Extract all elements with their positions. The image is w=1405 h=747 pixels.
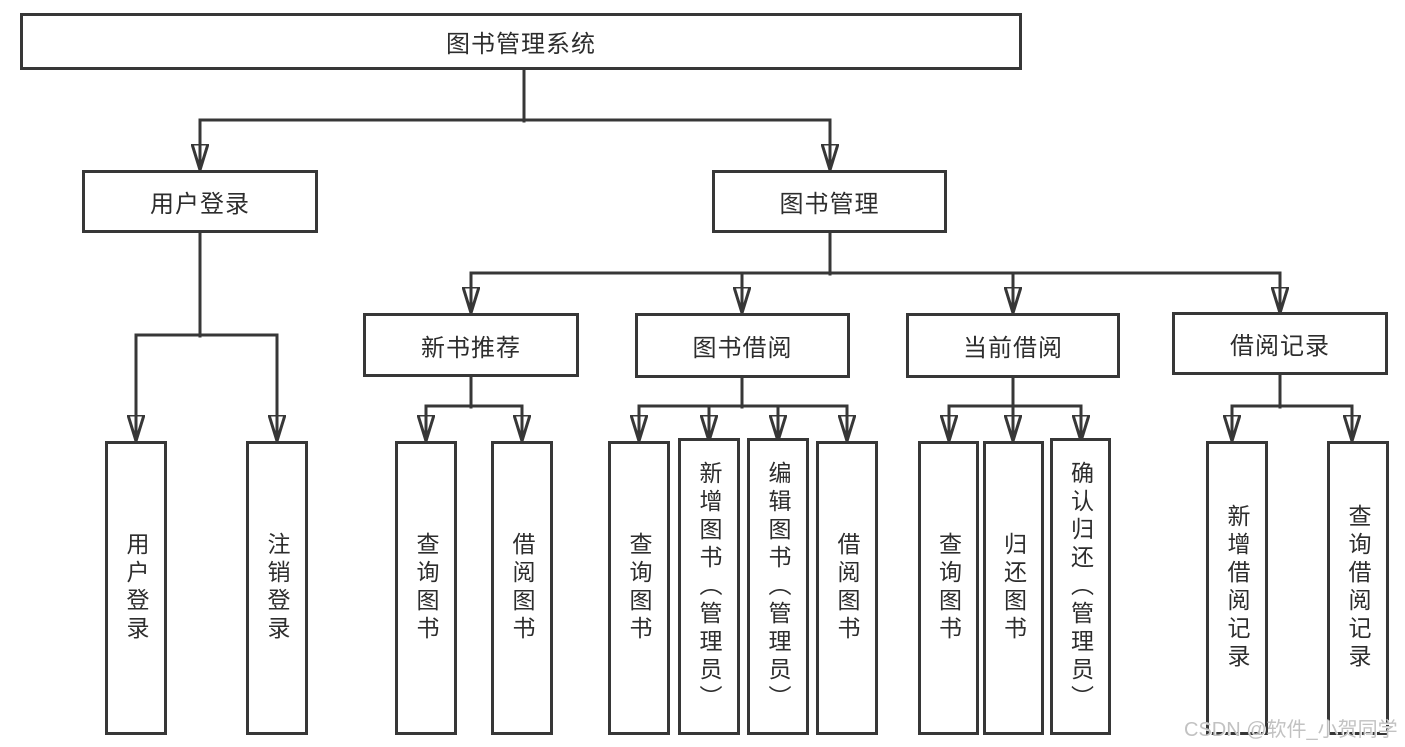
- node-root-label: 图书管理系统: [446, 31, 596, 58]
- leaf-query-borrow-record-label: 查询借阅记录: [1345, 504, 1371, 672]
- leaf-return-book-label: 归还图书: [1000, 532, 1027, 644]
- node-current-borrow-label: 当前借阅: [963, 335, 1063, 362]
- leaf-logout-login: 注销登录: [246, 441, 308, 735]
- node-borrow-records: 借阅记录: [1172, 312, 1388, 375]
- node-book-borrow-label: 图书借阅: [692, 335, 793, 362]
- node-new-book-recommend: 新书推荐: [363, 313, 579, 377]
- leaf-confirm-return-admin-label: 确认归还（管理员）: [1067, 460, 1094, 713]
- leaf-return-book: 归还图书: [983, 441, 1044, 735]
- leaf-borrow-books-borrow: 借阅图书: [816, 441, 878, 735]
- leaf-user-login: 用户登录: [105, 441, 167, 735]
- leaf-query-books-newbook-label: 查询图书: [413, 532, 439, 644]
- leaf-add-book-admin: 新增图书（管理员）: [678, 438, 740, 735]
- node-borrow-records-label: 借阅记录: [1230, 333, 1330, 360]
- leaf-add-book-admin-label: 新增图书（管理员）: [696, 460, 722, 713]
- leaf-edit-book-admin: 编辑图书（管理员）: [747, 438, 809, 735]
- leaf-user-login-label: 用户登录: [123, 532, 149, 644]
- leaf-borrow-books-newbook: 借阅图书: [491, 441, 553, 735]
- node-new-book-recommend-label: 新书推荐: [421, 334, 521, 362]
- csdn-watermark: CSDN @软件_小贺同学: [1184, 719, 1398, 741]
- leaf-add-borrow-record-label: 新增借阅记录: [1224, 504, 1250, 672]
- leaf-confirm-return-admin: 确认归还（管理员）: [1050, 438, 1111, 735]
- node-book-management: 图书管理: [712, 170, 947, 233]
- leaf-query-books-current-label: 查询图书: [935, 532, 962, 644]
- leaf-borrow-books-borrow-label: 借阅图书: [834, 532, 860, 644]
- node-user-login: 用户登录: [82, 170, 318, 233]
- leaf-query-books-newbook: 查询图书: [395, 441, 457, 735]
- leaf-query-borrow-record: 查询借阅记录: [1327, 441, 1389, 735]
- node-book-borrow: 图书借阅: [635, 313, 850, 378]
- node-root: 图书管理系统: [20, 13, 1022, 70]
- leaf-add-borrow-record: 新增借阅记录: [1206, 441, 1268, 735]
- node-user-login-label: 用户登录: [150, 191, 250, 218]
- node-current-borrow: 当前借阅: [906, 313, 1120, 378]
- leaf-logout-login-label: 注销登录: [264, 532, 290, 644]
- leaf-query-books-borrow-label: 查询图书: [626, 532, 652, 644]
- leaf-borrow-books-newbook-label: 借阅图书: [509, 532, 535, 644]
- leaf-query-books-borrow: 查询图书: [608, 441, 670, 735]
- node-book-management-label: 图书管理: [779, 191, 880, 218]
- leaf-edit-book-admin-label: 编辑图书（管理员）: [765, 460, 791, 713]
- leaf-query-books-current: 查询图书: [918, 441, 979, 735]
